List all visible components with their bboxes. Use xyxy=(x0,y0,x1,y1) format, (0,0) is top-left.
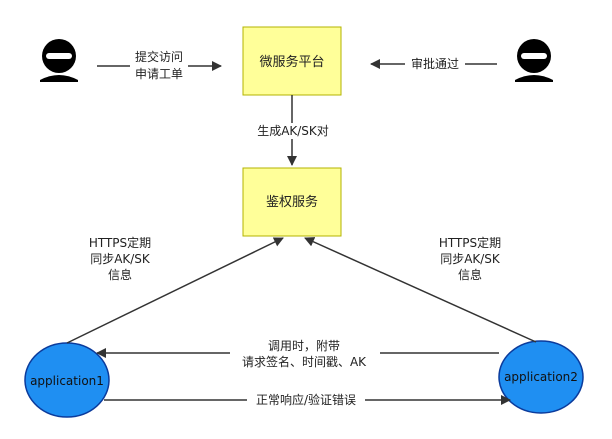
app1-node: application1 xyxy=(24,342,110,418)
edge-label-app1-sync-1: HTTPS定期 xyxy=(89,235,151,250)
edge-label-submit: 提交访问 xyxy=(135,49,183,64)
edge-app1-to-auth xyxy=(66,237,284,344)
edge-label-response: 正常响应/验证错误 xyxy=(256,392,356,407)
platform-node: 微服务平台 xyxy=(242,26,342,96)
app2-node: application2 xyxy=(498,340,584,414)
edge-label-app1-sync-3: 信息 xyxy=(108,267,132,282)
edge-label-app2-sync-1: HTTPS定期 xyxy=(439,235,501,250)
edge-app2-to-auth xyxy=(304,237,537,343)
edge-label-call-with: 调用时，附带 xyxy=(268,339,340,353)
user-icon xyxy=(40,39,78,82)
edge-label-signature: 请求签名、时间戳、AK xyxy=(242,354,367,369)
edge-label-ticket: 申请工单 xyxy=(135,67,183,81)
edge-label-generate-aksk: 生成AK/SK对 xyxy=(257,124,329,138)
edge-label-app2-sync-3: 信息 xyxy=(458,267,482,282)
edge-label-app1-sync-2: 同步AK/SK xyxy=(90,252,151,266)
auth-label: 鉴权服务 xyxy=(266,194,318,210)
edge-label-approved: 审批通过 xyxy=(411,56,459,71)
platform-label: 微服务平台 xyxy=(259,54,324,70)
app1-label: application1 xyxy=(30,374,104,388)
edge-label-app2-sync-2: 同步AK/SK xyxy=(440,252,501,266)
app2-label: application2 xyxy=(504,370,578,384)
auth-node: 鉴权服务 xyxy=(242,167,342,237)
user-icon xyxy=(515,39,553,82)
